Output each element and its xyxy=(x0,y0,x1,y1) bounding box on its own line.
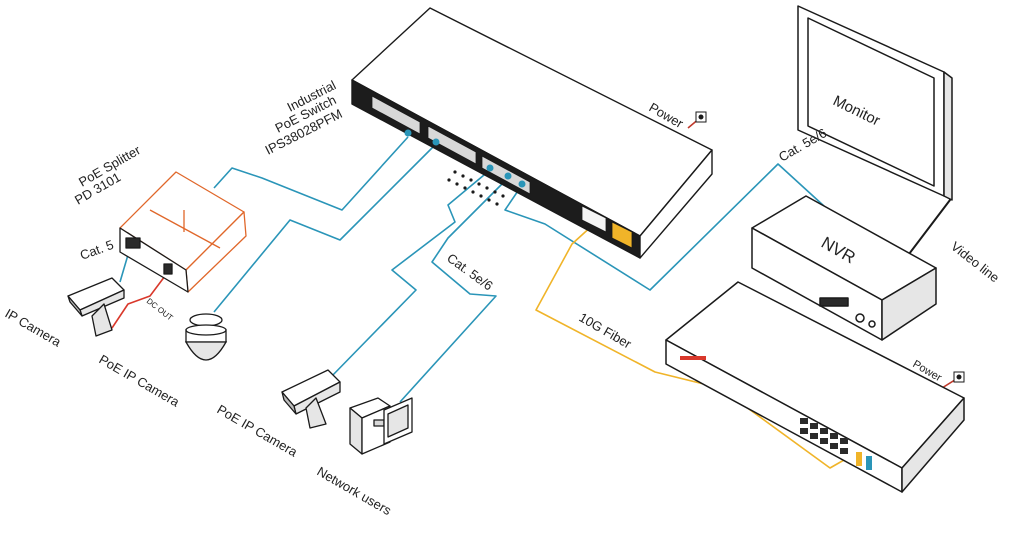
poe-splitter xyxy=(119,171,247,293)
switch-side xyxy=(639,149,713,259)
ip-camera-label: IP Camera xyxy=(3,306,65,350)
video-line-label: Video line xyxy=(948,239,1002,286)
power-socket-bottom xyxy=(953,371,965,383)
monitor xyxy=(797,5,953,201)
poe-ip-camera-label-2: PoE IP Camera xyxy=(215,402,301,460)
poe-bullet-camera xyxy=(281,369,341,429)
cable-switch-to-nvr xyxy=(504,163,825,291)
network-users-label: Network users xyxy=(315,464,395,519)
splitter-dc-port xyxy=(163,263,173,275)
cable-switch-to-dome-camera xyxy=(213,143,437,313)
cat5e-mid-label: Cat. 5e/6 xyxy=(444,250,496,293)
ten-gig-ports xyxy=(800,418,848,454)
network-user-pc xyxy=(349,397,413,455)
poe-dome-camera xyxy=(184,313,228,361)
cat5-label: Cat. 5 xyxy=(78,237,116,263)
poe-ip-camera-label-1: PoE IP Camera xyxy=(97,352,183,410)
cable-dc-out xyxy=(111,271,169,329)
cable-switch-to-network-user xyxy=(399,177,509,403)
cable-10g-fiber xyxy=(535,223,859,469)
splitter-rj45-port xyxy=(125,237,141,249)
industrial-poe-switch xyxy=(351,7,713,259)
dc-out-label: DC OUT xyxy=(145,296,175,322)
switch-connected-ports xyxy=(404,129,526,188)
switch-vents xyxy=(447,170,505,206)
cable-switch-to-splitter xyxy=(213,136,409,211)
cable-switch-to-poe-camera xyxy=(329,169,491,379)
nvr xyxy=(751,195,937,341)
power-socket-top xyxy=(695,111,707,123)
ten-gig-switch xyxy=(665,281,965,493)
ip-camera xyxy=(67,277,125,337)
